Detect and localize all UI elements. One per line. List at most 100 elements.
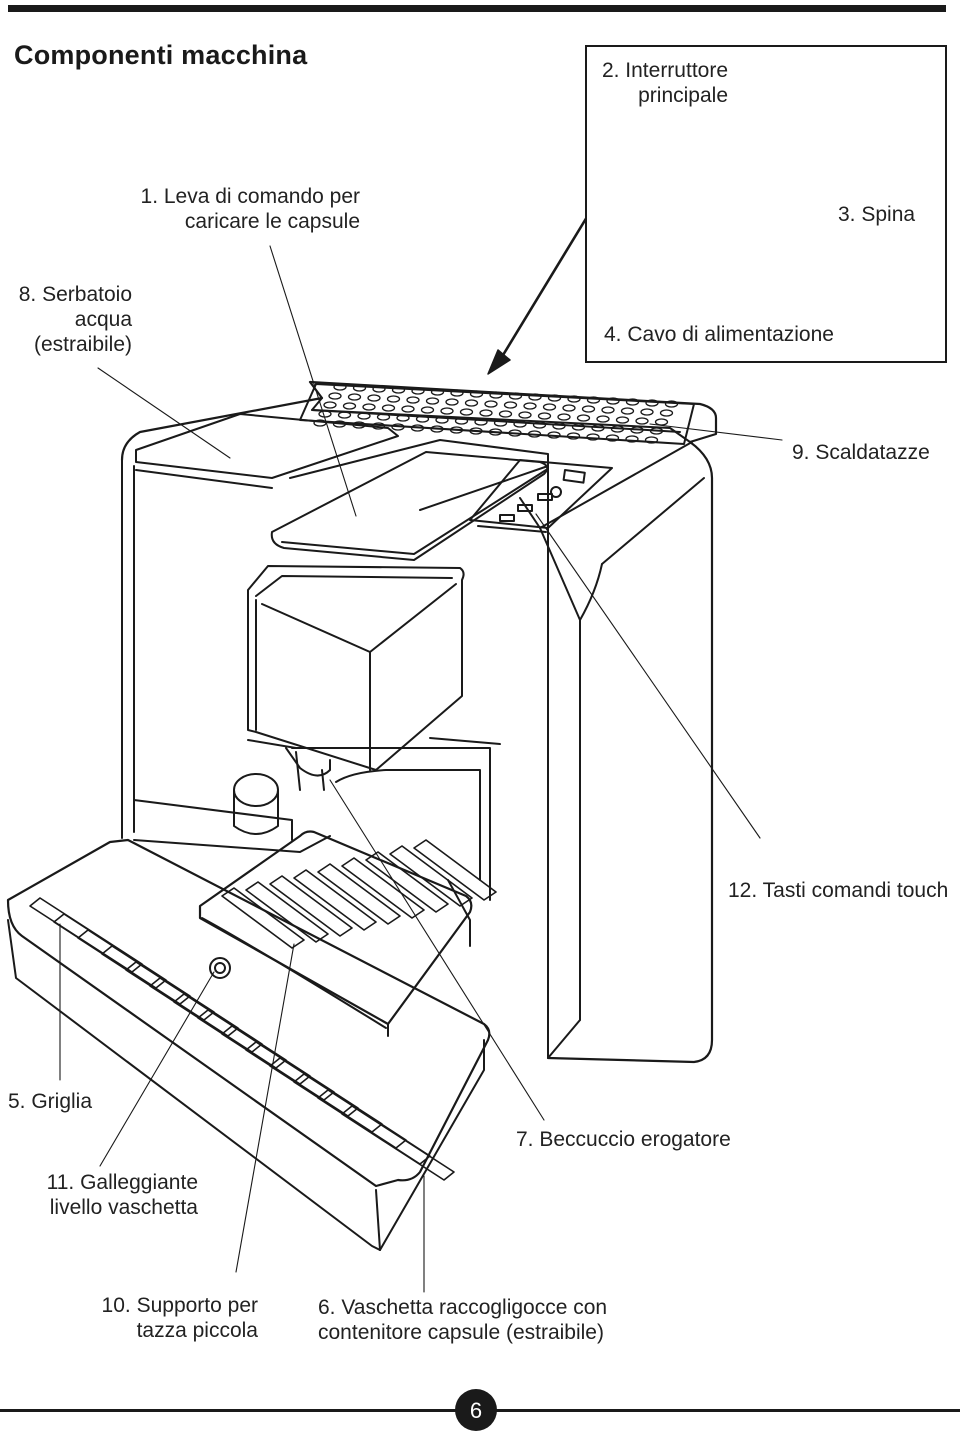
warmer-hole	[576, 414, 591, 422]
warmer-hole	[571, 423, 586, 431]
warmer-hole	[352, 421, 366, 429]
warmer-hole	[332, 420, 347, 428]
label-9: 9. Scaldatazze	[792, 441, 930, 464]
pointer-arrow	[487, 210, 592, 375]
warmer-hole	[640, 408, 654, 416]
warmer-hole	[337, 411, 352, 419]
cup-area	[133, 737, 501, 947]
warmer-hole	[376, 413, 391, 421]
warmer-hole	[406, 396, 420, 404]
brew-unit	[247, 565, 465, 791]
warmer-hole	[601, 406, 615, 414]
capsule-lever	[270, 451, 549, 561]
warmer-hole	[518, 411, 532, 419]
warmer-hole	[513, 420, 527, 428]
warmer-hole	[528, 393, 542, 401]
machine-body	[120, 380, 718, 1064]
small-slat	[269, 875, 353, 937]
callout-10	[235, 943, 295, 1273]
tray-slat	[29, 897, 143, 973]
tray-slat	[341, 1105, 455, 1181]
touch-panel	[469, 459, 613, 533]
drip-tray-slats	[29, 897, 455, 1181]
small-cup-slats	[221, 839, 497, 949]
warmer-hole	[318, 410, 332, 418]
warmer-hole	[410, 424, 425, 432]
warmer-hole	[567, 395, 581, 403]
small-slat	[245, 881, 329, 943]
callout-1	[269, 245, 357, 517]
warmer-hole	[664, 400, 679, 408]
warmer-hole	[654, 418, 669, 426]
warmer-hole	[386, 395, 401, 403]
warmer-hole	[498, 410, 513, 418]
warmer-hole	[430, 425, 444, 433]
warmer-hole	[581, 405, 596, 413]
cup-warmer-grid	[299, 383, 695, 445]
warmer-hole	[547, 431, 561, 439]
warmer-hole	[542, 403, 557, 411]
warmer-hole	[372, 385, 386, 393]
inset-box	[585, 45, 947, 363]
label-7: 7. Beccuccio erogatore	[516, 1128, 731, 1151]
small-slat	[317, 863, 401, 925]
warmer-hole	[508, 392, 523, 400]
warmer-hole	[605, 434, 620, 442]
label-12: 12. Tasti comandi touch	[728, 879, 949, 902]
warmer-hole	[493, 419, 508, 427]
warmer-hole	[415, 415, 430, 423]
callout-12	[535, 513, 761, 839]
warmer-hole	[562, 404, 576, 412]
warmer-hole	[537, 412, 552, 420]
warmer-hole	[362, 403, 376, 411]
small-cup-support	[198, 830, 473, 1037]
warmer-hole	[610, 425, 625, 433]
warmer-hole	[469, 427, 483, 435]
warmer-hole	[532, 421, 547, 429]
warmer-hole	[342, 402, 357, 410]
warmer-hole	[464, 399, 479, 407]
warmer-hole	[425, 397, 440, 405]
callout-9	[649, 423, 783, 441]
warmer-hole	[547, 394, 562, 402]
warmer-hole	[596, 415, 610, 423]
callout-11	[99, 971, 215, 1167]
warmer-hole	[479, 409, 493, 417]
warmer-hole	[474, 418, 488, 426]
small-slat	[341, 857, 425, 919]
warmer-hole	[630, 426, 644, 434]
warmer-hole	[440, 407, 454, 415]
warmer-hole	[615, 416, 630, 424]
warmer-hole	[635, 417, 649, 425]
small-slat	[293, 869, 377, 931]
warmer-hole	[469, 390, 484, 398]
warmer-hole	[649, 427, 664, 435]
tray-slat	[77, 929, 191, 1005]
warmer-hole	[488, 428, 503, 436]
warmer-hole	[489, 391, 503, 399]
callout-8	[97, 367, 231, 459]
warmer-hole	[557, 413, 571, 421]
warmer-hole	[450, 389, 464, 397]
small-slat	[389, 845, 473, 907]
small-slat	[413, 839, 497, 901]
warmer-hole	[333, 383, 347, 391]
warmer-hole	[352, 384, 367, 392]
top-rule	[8, 5, 946, 12]
warmer-hole	[484, 400, 498, 408]
label-3: 3. Spina	[838, 203, 916, 226]
warmer-hole	[391, 386, 406, 394]
warmer-hole	[566, 432, 581, 440]
warmer-hole	[411, 387, 425, 395]
small-slat	[365, 851, 449, 913]
cup-warmer-holes	[313, 383, 679, 444]
warmer-hole	[367, 394, 381, 402]
warmer-hole	[552, 422, 566, 430]
callout-7	[329, 779, 545, 1121]
warmer-hole	[620, 407, 635, 415]
warmer-hole	[586, 396, 601, 404]
